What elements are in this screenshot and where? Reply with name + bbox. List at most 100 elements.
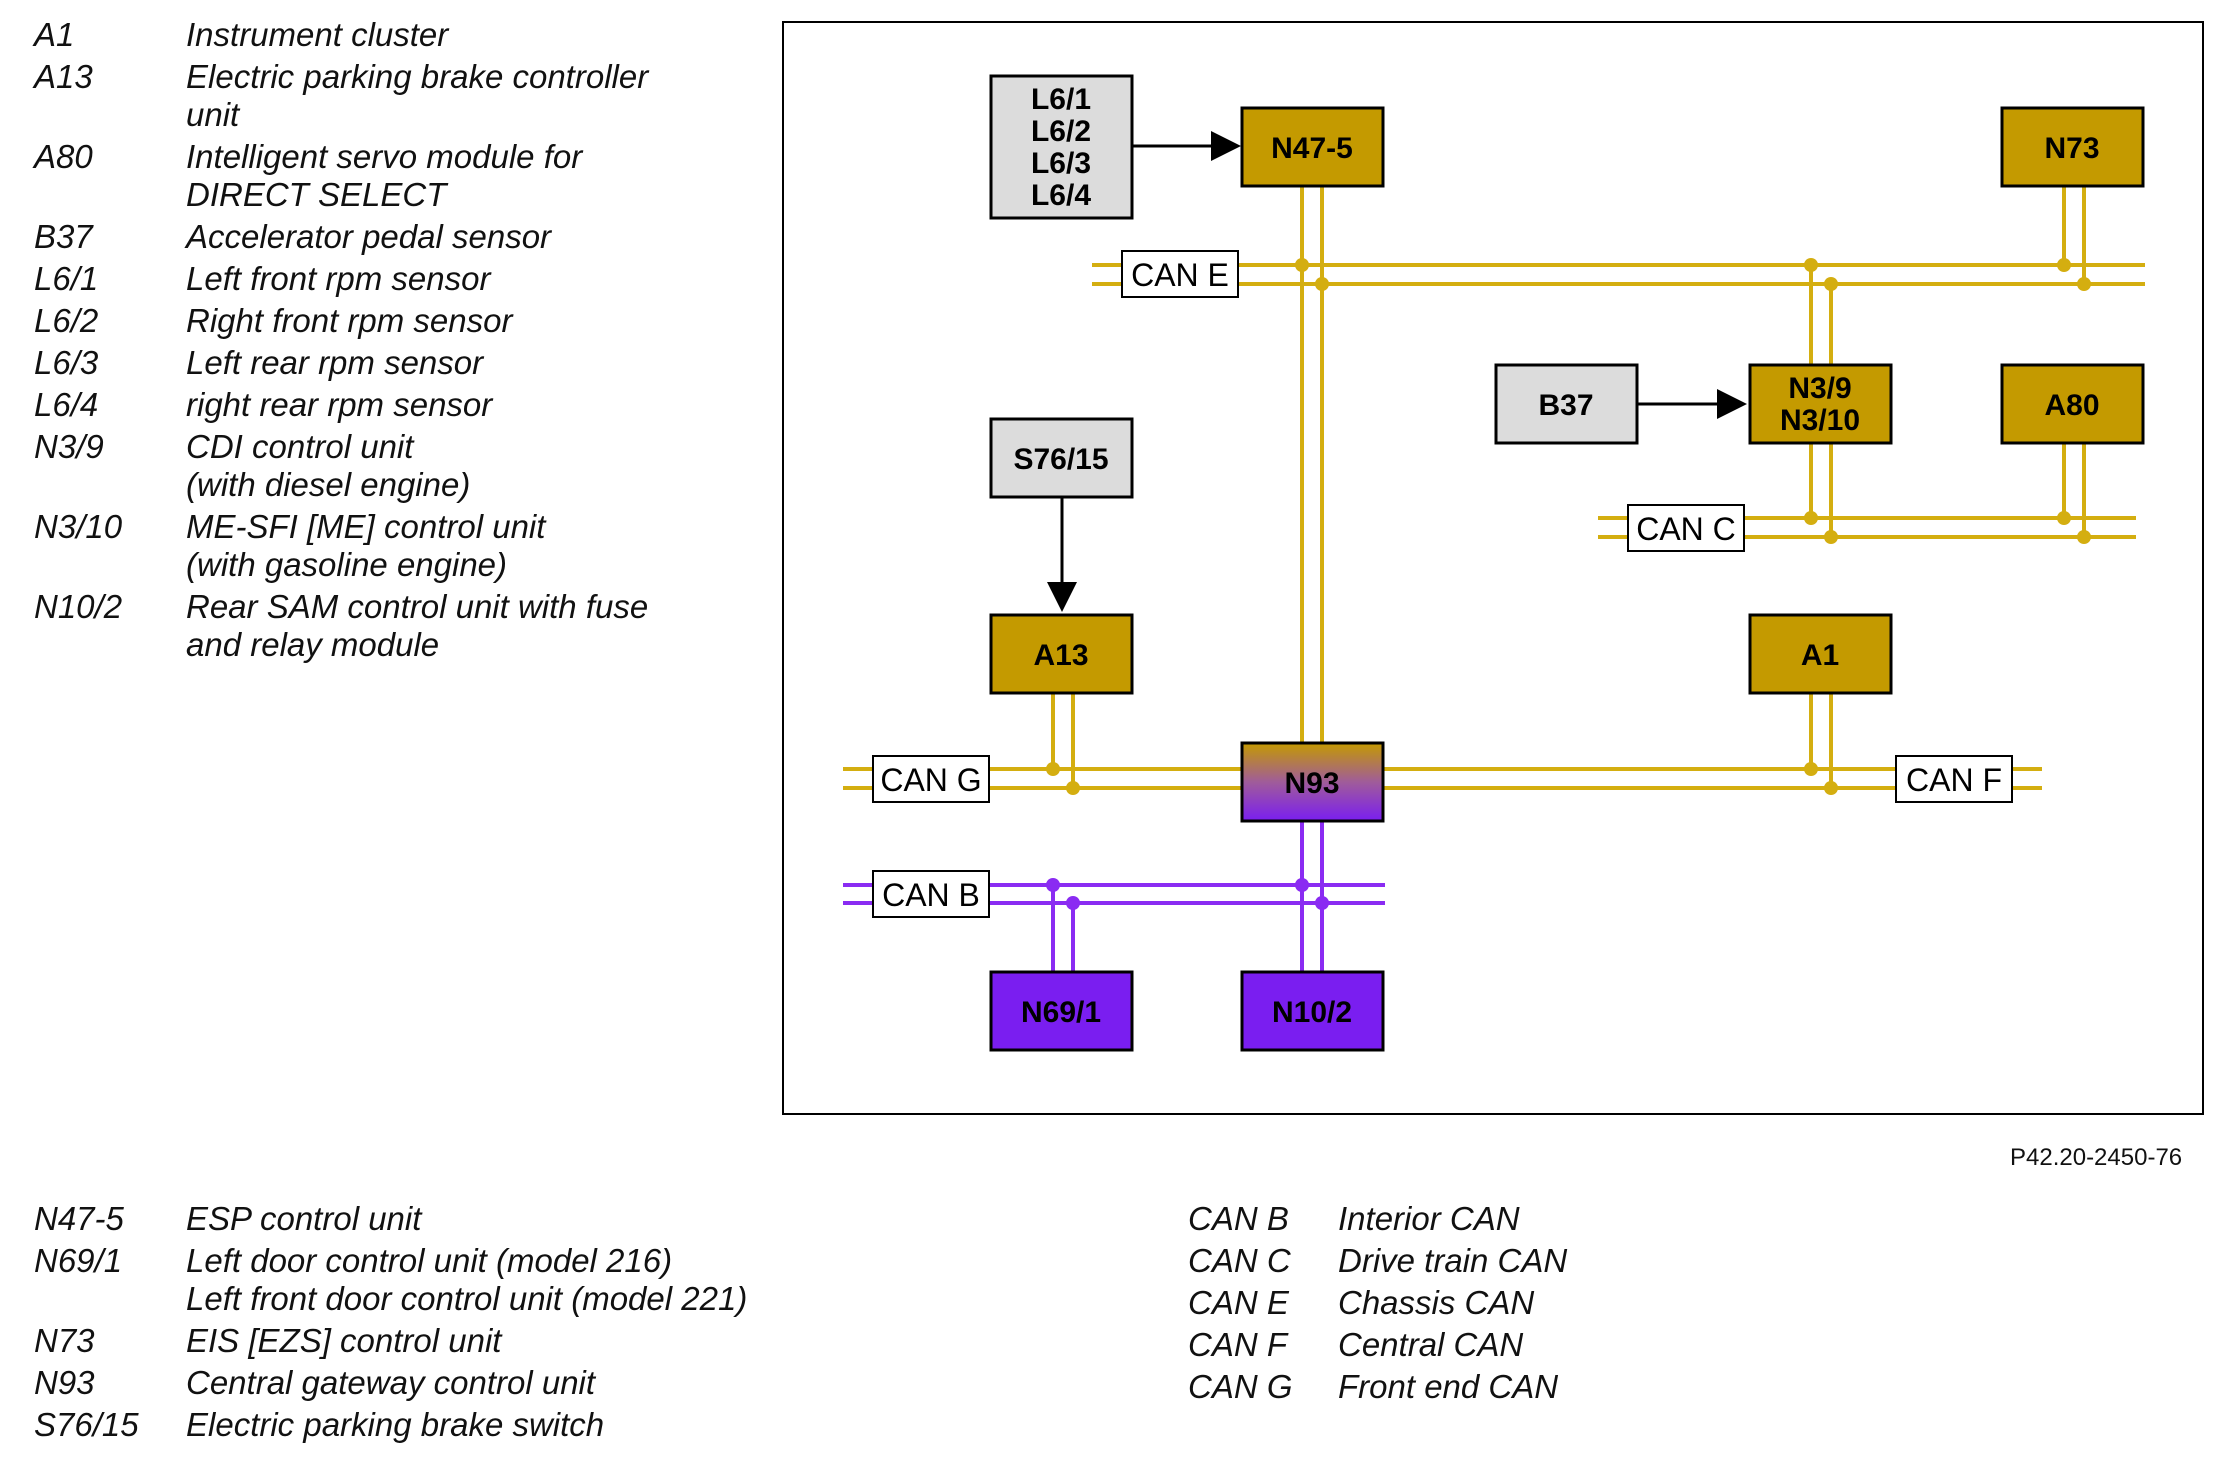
svg-text:L6/3: L6/3 [1031,147,1091,180]
svg-text:L6/4: L6/4 [1031,179,1091,212]
legend-code: CAN E [1188,1284,1289,1321]
legend-description: Central CAN [1338,1326,1523,1364]
legend-code: CAN G [1188,1368,1293,1405]
legend-code: B37 [34,218,93,255]
legend-description-line: DIRECT SELECT [186,176,447,213]
purple-junctions [1046,878,1329,910]
legend-entry: L6/4 right rear rpm sensor [34,386,648,424]
legend-description-line: Accelerator pedal sensor [186,218,552,255]
legend-description: Accelerator pedal sensor [186,218,551,256]
legend-description: Interior CAN [1338,1200,1520,1238]
legend-entry: CAN G Front end CAN [1188,1368,1567,1406]
legend-entry: N73 EIS [EZS] control unit [34,1322,747,1360]
legend-code: L6/4 [34,386,99,423]
svg-text:L6/1: L6/1 [1031,83,1091,116]
legend-description: Drive train CAN [1338,1242,1567,1280]
sensor-b37: B37 [1494,363,1639,445]
legend-entry: A1 Instrument cluster [34,16,648,54]
module-n47-5: N47-5 [1240,106,1385,188]
module-n10-2: N10/2 [1240,970,1385,1052]
legend-code: L6/2 [34,302,99,339]
svg-text:N10/2: N10/2 [1272,996,1352,1029]
legend-entry: L6/1 Left front rpm sensor [34,260,648,298]
legend-code: L6/3 [34,344,99,381]
legend-description: ME-SFI [ME] control unit(with gasoline e… [186,508,545,584]
legend-code: N10/2 [34,588,123,625]
legend-description-line: ESP control unit [186,1200,422,1237]
legend-code: N73 [34,1322,95,1359]
legend-description: CDI control unit(with diesel engine) [186,428,470,504]
legend-description-line: Instrument cluster [186,16,449,53]
legend-description: Left door control unit (model 216)Left f… [186,1242,747,1318]
module-a13: A13 [989,613,1134,695]
legend-description-line: Left door control unit (model 216) [186,1242,673,1279]
legend-description: Electric parking brake switch [186,1406,604,1444]
figure-reference: P42.20-2450-76 [2010,1144,2183,1171]
legend-entry: L6/2 Right front rpm sensor [34,302,648,340]
legend-description-line: (with gasoline engine) [186,546,508,583]
svg-text:CAN C: CAN C [1636,511,1736,547]
legend-entry: N47-5 ESP control unit [34,1200,747,1238]
legend-description-line: and relay module [186,626,440,663]
legend-description-line: Electric parking brake controller [186,58,649,95]
svg-text:A80: A80 [2044,389,2099,422]
can-g-label: CAN G [872,755,990,803]
legend-description-line: Front end CAN [1338,1368,1559,1405]
legend-description: EIS [EZS] control unit [186,1322,501,1360]
legend-code: N69/1 [34,1242,123,1279]
svg-text:CAN F: CAN F [1906,762,2002,798]
legend-code: L6/1 [34,260,99,297]
legend-description-line: Left front rpm sensor [186,260,491,297]
legend-code: N3/9 [34,428,104,465]
legend-description-line: Left front door control unit (model 221) [186,1280,748,1317]
can-f-label: CAN F [1895,755,2013,803]
legend-description: Instrument cluster [186,16,448,54]
svg-text:N93: N93 [1284,767,1339,800]
module-a1: A1 [1748,613,1893,695]
legend-description-line: Central gateway control unit [186,1364,596,1401]
legend-description: Left front rpm sensor [186,260,490,298]
module-n73: N73 [2000,106,2145,188]
legend-description-line: ME-SFI [ME] control unit [186,508,546,545]
legend-description-line: (with diesel engine) [186,466,471,503]
svg-text:S76/15: S76/15 [1013,443,1108,476]
legend-entry: N93 Central gateway control unit [34,1364,747,1402]
legend-description-line: Right front rpm sensor [186,302,513,339]
module-a80: A80 [2000,363,2145,445]
can-e-label: CAN E [1121,250,1239,298]
legend-code: A13 [34,58,93,95]
legend-description-line: right rear rpm sensor [186,386,493,423]
gold-junctions [1046,258,2091,795]
svg-text:CAN G: CAN G [880,762,981,798]
legend-description-line: Interior CAN [1338,1200,1520,1237]
legend-description: right rear rpm sensor [186,386,492,424]
svg-text:N69/1: N69/1 [1021,996,1101,1029]
legend-description: ESP control unit [186,1200,421,1238]
legend-description-line: Rear SAM control unit with fuse [186,588,649,625]
legend-code: N93 [34,1364,95,1401]
sensor-s76-15: S76/15 [989,417,1134,499]
legend-description: Right front rpm sensor [186,302,512,340]
legend-entry: N69/1 Left door control unit (model 216)L… [34,1242,747,1318]
svg-text:A13: A13 [1033,639,1088,672]
sensor-l6: L6/1 L6/2 L6/3 L6/4 [989,74,1134,220]
legend-entry: B37 Accelerator pedal sensor [34,218,648,256]
svg-text:N3/9: N3/9 [1788,372,1851,405]
legend-code: A80 [34,138,93,175]
legend-code: CAN F [1188,1326,1287,1363]
svg-text:A1: A1 [1801,639,1839,672]
legend-code: N47-5 [34,1200,124,1237]
legend-description-line: Drive train CAN [1338,1242,1568,1279]
legend-description: Chassis CAN [1338,1284,1534,1322]
legend-description: Left rear rpm sensor [186,344,483,382]
svg-text:N73: N73 [2044,132,2099,165]
legend-code: A1 [34,16,75,53]
legend-entry: L6/3 Left rear rpm sensor [34,344,648,382]
